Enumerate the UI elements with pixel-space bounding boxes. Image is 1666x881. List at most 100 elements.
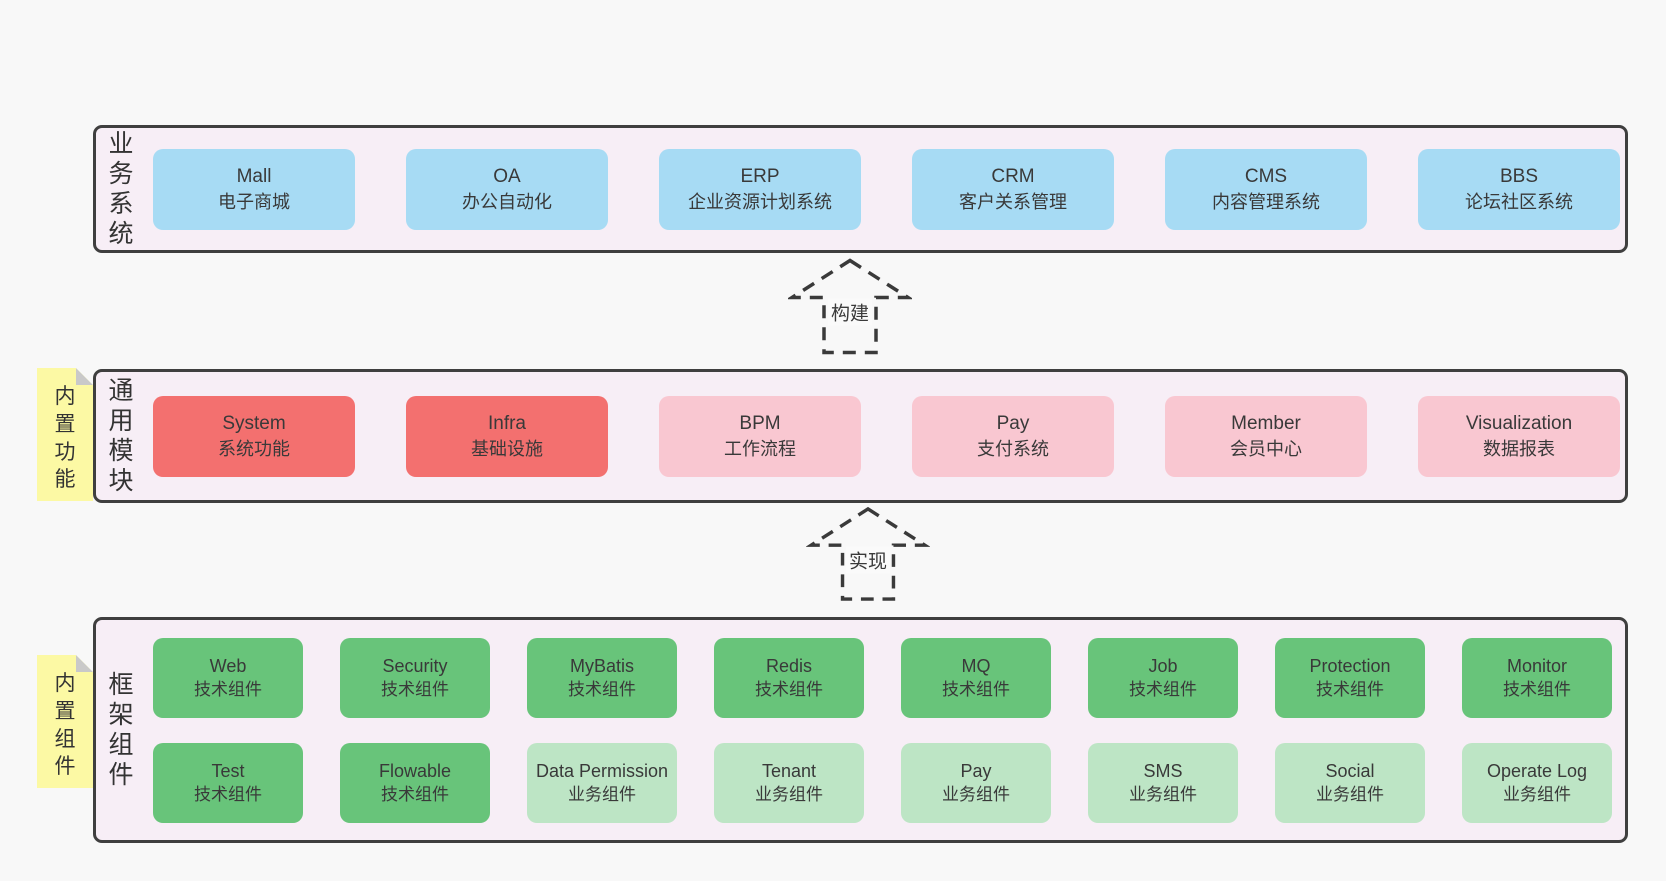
box-title: BPM bbox=[739, 412, 781, 434]
box-subtitle: 支付系统 bbox=[977, 439, 1049, 460]
box-data-permission: Data Permission 业务组件 bbox=[527, 743, 677, 823]
box-title: Redis bbox=[765, 656, 813, 677]
box-title: Mall bbox=[236, 165, 272, 187]
builtin-components-label: 内置组件 bbox=[54, 672, 76, 779]
box-job: Job 技术组件 bbox=[1088, 638, 1238, 718]
folded-corner-icon bbox=[76, 655, 93, 672]
business-systems-label: 业务系统 bbox=[108, 130, 134, 248]
box-subtitle: 技术组件 bbox=[755, 679, 823, 699]
box-test: Test 技术组件 bbox=[153, 743, 303, 823]
builtin-features-sticky: 内置功能 bbox=[37, 368, 93, 501]
builtin-features-label: 内置功能 bbox=[54, 385, 76, 492]
box-subtitle: 业务组件 bbox=[755, 784, 823, 804]
box-subtitle: 基础设施 bbox=[471, 439, 543, 460]
box-pay-component: Pay 业务组件 bbox=[901, 743, 1051, 823]
box-title: Job bbox=[1148, 656, 1178, 677]
box-title: ERP bbox=[740, 165, 780, 187]
box-title: Data Permission bbox=[535, 761, 669, 782]
folded-corner-icon bbox=[76, 368, 93, 385]
box-title: Web bbox=[209, 656, 247, 677]
box-title: Protection bbox=[1309, 656, 1391, 677]
box-title: Tenant bbox=[761, 761, 817, 782]
box-subtitle: 论坛社区系统 bbox=[1465, 192, 1573, 213]
box-infra: Infra 基础设施 bbox=[406, 396, 608, 477]
box-system: System 系统功能 bbox=[153, 396, 355, 477]
box-subtitle: 业务组件 bbox=[1316, 784, 1384, 804]
box-title: Monitor bbox=[1506, 656, 1568, 677]
box-subtitle: 技术组件 bbox=[381, 679, 449, 699]
implement-arrow: 实现 bbox=[806, 506, 930, 602]
box-tenant: Tenant 业务组件 bbox=[714, 743, 864, 823]
box-redis: Redis 技术组件 bbox=[714, 638, 864, 718]
box-monitor: Monitor 技术组件 bbox=[1462, 638, 1612, 718]
box-cms: CMS 内容管理系统 bbox=[1165, 149, 1367, 230]
box-title: Social bbox=[1325, 761, 1375, 782]
box-bpm: BPM 工作流程 bbox=[659, 396, 861, 477]
box-title: OA bbox=[493, 165, 521, 187]
box-mall: Mall 电子商城 bbox=[153, 149, 355, 230]
box-subtitle: 技术组件 bbox=[1503, 679, 1571, 699]
box-subtitle: 电子商城 bbox=[218, 192, 290, 213]
box-sms: SMS 业务组件 bbox=[1088, 743, 1238, 823]
framework-components-row-1: Web 技术组件 Security 技术组件 MyBatis 技术组件 Redi… bbox=[96, 638, 1612, 718]
box-title: Operate Log bbox=[1486, 761, 1588, 782]
box-subtitle: 会员中心 bbox=[1230, 439, 1302, 460]
box-subtitle: 技术组件 bbox=[194, 679, 262, 699]
up-arrow-icon bbox=[806, 506, 930, 601]
box-member: Member 会员中心 bbox=[1165, 396, 1367, 477]
box-mq: MQ 技术组件 bbox=[901, 638, 1051, 718]
box-subtitle: 系统功能 bbox=[218, 439, 290, 460]
box-title: Security bbox=[382, 656, 448, 677]
box-subtitle: 技术组件 bbox=[568, 679, 636, 699]
box-operate-log: Operate Log 业务组件 bbox=[1462, 743, 1612, 823]
box-subtitle: 工作流程 bbox=[724, 439, 796, 460]
business-systems-row: Mall 电子商城 OA 办公自动化 ERP 企业资源计划系统 CRM 客户关系… bbox=[96, 149, 1620, 230]
box-subtitle: 技术组件 bbox=[942, 679, 1010, 699]
box-title: Pay bbox=[996, 412, 1030, 434]
box-subtitle: 内容管理系统 bbox=[1212, 192, 1320, 213]
box-subtitle: 技术组件 bbox=[381, 784, 449, 804]
box-visualization: Visualization 数据报表 bbox=[1418, 396, 1620, 477]
box-subtitle: 数据报表 bbox=[1483, 439, 1555, 460]
business-systems-layer: 业务系统 Mall 电子商城 OA 办公自动化 ERP 企业资源计划系统 CRM… bbox=[93, 125, 1628, 253]
box-subtitle: 业务组件 bbox=[1503, 784, 1571, 804]
box-title: MyBatis bbox=[569, 656, 634, 677]
build-arrow: 构建 bbox=[788, 257, 912, 356]
box-subtitle: 技术组件 bbox=[194, 784, 262, 804]
common-modules-row: System 系统功能 Infra 基础设施 BPM 工作流程 Pay 支付系统… bbox=[96, 396, 1620, 477]
box-subtitle: 客户关系管理 bbox=[959, 192, 1067, 213]
box-web: Web 技术组件 bbox=[153, 638, 303, 718]
framework-components-row-2: Test 技术组件 Flowable 技术组件 Data Permission … bbox=[96, 743, 1612, 823]
implement-arrow-label: 实现 bbox=[845, 546, 891, 574]
box-subtitle: 业务组件 bbox=[568, 784, 636, 804]
builtin-components-sticky: 内置组件 bbox=[37, 655, 93, 788]
box-subtitle: 办公自动化 bbox=[462, 192, 552, 213]
box-subtitle: 技术组件 bbox=[1316, 679, 1384, 699]
box-title: BBS bbox=[1499, 165, 1539, 187]
box-crm: CRM 客户关系管理 bbox=[912, 149, 1114, 230]
box-bbs: BBS 论坛社区系统 bbox=[1418, 149, 1620, 230]
box-title: CMS bbox=[1244, 165, 1288, 187]
up-arrow-icon bbox=[788, 258, 912, 355]
box-title: SMS bbox=[1143, 761, 1183, 782]
box-title: System bbox=[222, 412, 286, 434]
framework-components-label: 框架组件 bbox=[108, 671, 134, 789]
box-title: Infra bbox=[487, 412, 527, 434]
box-title: Visualization bbox=[1465, 412, 1573, 434]
box-title: Pay bbox=[960, 761, 992, 782]
box-title: MQ bbox=[961, 656, 991, 677]
box-subtitle: 业务组件 bbox=[1129, 784, 1197, 804]
build-arrow-label: 构建 bbox=[827, 298, 873, 326]
common-modules-label: 通用模块 bbox=[108, 377, 134, 495]
box-mybatis: MyBatis 技术组件 bbox=[527, 638, 677, 718]
box-social: Social 业务组件 bbox=[1275, 743, 1425, 823]
box-title: Test bbox=[211, 761, 245, 782]
box-erp: ERP 企业资源计划系统 bbox=[659, 149, 861, 230]
box-subtitle: 技术组件 bbox=[1129, 679, 1197, 699]
box-subtitle: 业务组件 bbox=[942, 784, 1010, 804]
box-title: Member bbox=[1231, 412, 1301, 434]
box-flowable: Flowable 技术组件 bbox=[340, 743, 490, 823]
box-security: Security 技术组件 bbox=[340, 638, 490, 718]
common-modules-layer: 通用模块 System 系统功能 Infra 基础设施 BPM 工作流程 Pay… bbox=[93, 369, 1628, 503]
box-protection: Protection 技术组件 bbox=[1275, 638, 1425, 718]
